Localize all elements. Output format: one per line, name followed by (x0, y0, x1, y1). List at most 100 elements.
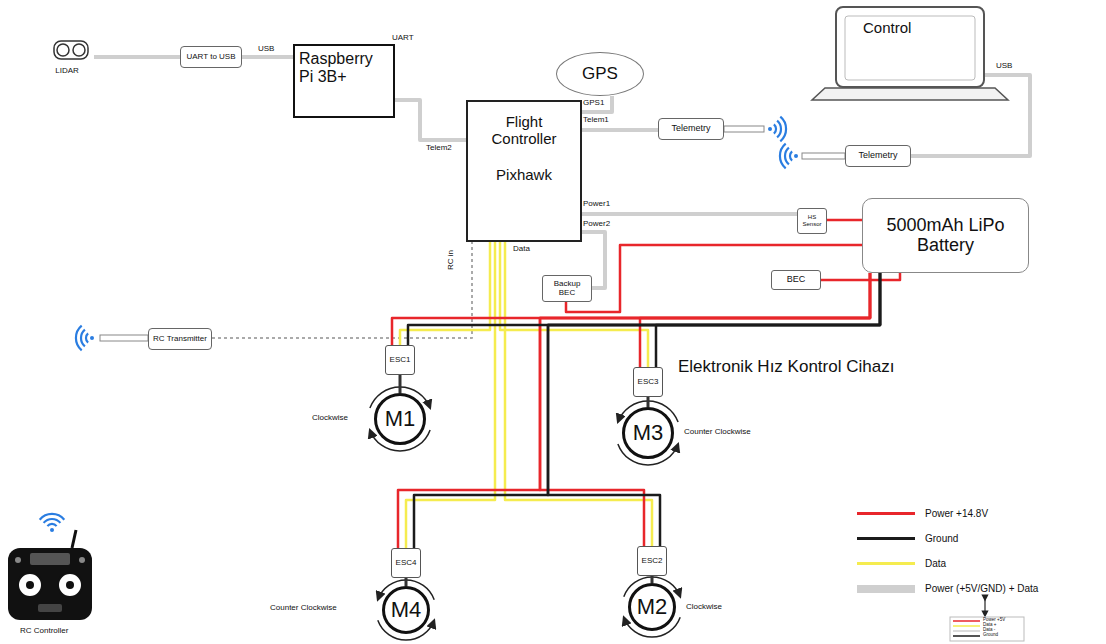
part-name: RC Controller (20, 627, 68, 636)
node-text: UART to USB (186, 53, 235, 62)
inset-label: Power +5V (983, 618, 1005, 623)
power-wire (821, 273, 900, 280)
rc-cable (212, 242, 472, 338)
motor-wire (405, 578, 408, 586)
computer-box: Raspberry Pi 3B+ (293, 44, 395, 118)
node-text: M4 (391, 598, 422, 622)
esc-box: ESC3 (633, 367, 663, 397)
data-wire (400, 242, 490, 345)
cable (94, 55, 180, 59)
legend-row: Power +14.8V (857, 508, 988, 519)
port-name: Telem2 (426, 144, 452, 153)
inset-label: Data - (983, 628, 995, 633)
antenna (802, 153, 845, 159)
ground-wire (548, 273, 880, 546)
port-name: Telem1 (583, 116, 609, 125)
legend-text: Ground (925, 533, 958, 544)
legend-swatch (857, 562, 915, 565)
node-text: GPS (582, 65, 618, 84)
node-text: M2 (637, 595, 668, 619)
laptop-screen: Control (835, 6, 985, 88)
callout-note: Elektronik Hız Kontrol Cihazı (678, 358, 894, 377)
cable (582, 212, 797, 216)
port-name: USB (996, 62, 1012, 71)
radio-waves (780, 144, 798, 169)
legend-row: Data (857, 558, 946, 569)
legend-text: Power +14.8V (925, 508, 988, 519)
power-wire (392, 273, 870, 345)
transmitter-box: RC Transmitter (148, 328, 212, 350)
node-text: ESC3 (638, 378, 659, 387)
node-text: Telemetry (671, 124, 710, 134)
gps-circle: GPS (556, 52, 644, 96)
power-wire (566, 245, 862, 312)
radio-waves (40, 514, 65, 532)
node-text: BEC (787, 275, 806, 285)
legend-swatch (857, 585, 915, 593)
legend-swatch (857, 537, 915, 540)
motor-wire (399, 375, 402, 393)
legend-text: Data (925, 558, 946, 569)
port-name: GPS1 (583, 99, 604, 108)
ground-wire (656, 273, 880, 367)
cable-inset (950, 598, 1024, 641)
antenna (724, 126, 764, 132)
data-wire (406, 242, 495, 548)
node-text: ESC2 (642, 557, 663, 566)
motor-circle: M4 (382, 586, 430, 634)
sensor: LIDAR (40, 38, 94, 78)
node-text: Backup BEC (545, 280, 589, 298)
port-name: Power1 (583, 200, 610, 209)
power-wire (398, 273, 870, 548)
port-name: Power2 (583, 220, 610, 229)
port-name: UART (392, 34, 414, 43)
rotation-label: Counter Clockwise (684, 428, 751, 437)
node-text: Telemetry (858, 151, 897, 161)
node-text: Pixhawk (496, 167, 552, 184)
data-wire (505, 242, 652, 546)
rc-controller (8, 530, 92, 620)
legend-row: Power (+5V/GND) + Data (857, 583, 1038, 594)
radio-waves (768, 117, 786, 142)
bec-box: BEC (771, 270, 821, 290)
data-wire (500, 242, 648, 367)
power-wire (640, 273, 870, 367)
esc-box: ESC4 (391, 548, 421, 578)
node-text: Control (863, 20, 911, 37)
radio-waves (76, 326, 94, 351)
legend-row: Ground (857, 533, 958, 544)
node-text: Flight Controller (472, 114, 576, 147)
node-text: ESC4 (396, 559, 417, 568)
rotation-label: Counter Clockwise (270, 604, 337, 613)
node-text: ESC1 (390, 356, 411, 365)
controller-box: Flight ControllerPixhawk (466, 100, 582, 242)
port-name: USB (258, 45, 274, 54)
port-name: Data (513, 245, 530, 254)
node-text: LIDAR (55, 67, 79, 76)
power-wire (827, 219, 862, 222)
legend-swatch (857, 512, 915, 515)
inset-label: Data + (983, 623, 996, 628)
antenna (100, 335, 148, 341)
legend-text: Power (+5V/GND) + Data (925, 583, 1038, 594)
cable (582, 96, 612, 112)
sensor-box: HS Sensor (797, 208, 827, 234)
cable (395, 100, 466, 140)
cable (582, 128, 658, 132)
motor-wire (647, 397, 650, 407)
lidar-icon (54, 41, 88, 59)
node-text: Raspberry Pi 3B+ (299, 50, 389, 85)
battery-box: 5000mAh LiPo Battery (862, 198, 1029, 273)
esc-box: ESC1 (385, 345, 415, 375)
cable (242, 55, 293, 59)
node-text: M3 (633, 421, 664, 445)
motor-circle: M1 (374, 393, 426, 445)
node-text: HS Sensor (799, 214, 825, 227)
node-text: RC Transmitter (153, 335, 207, 344)
rotation-label: Clockwise (312, 414, 348, 423)
node-text: M1 (385, 407, 416, 431)
motor-circle: M3 (622, 407, 674, 459)
port-name: RC in (447, 250, 456, 270)
